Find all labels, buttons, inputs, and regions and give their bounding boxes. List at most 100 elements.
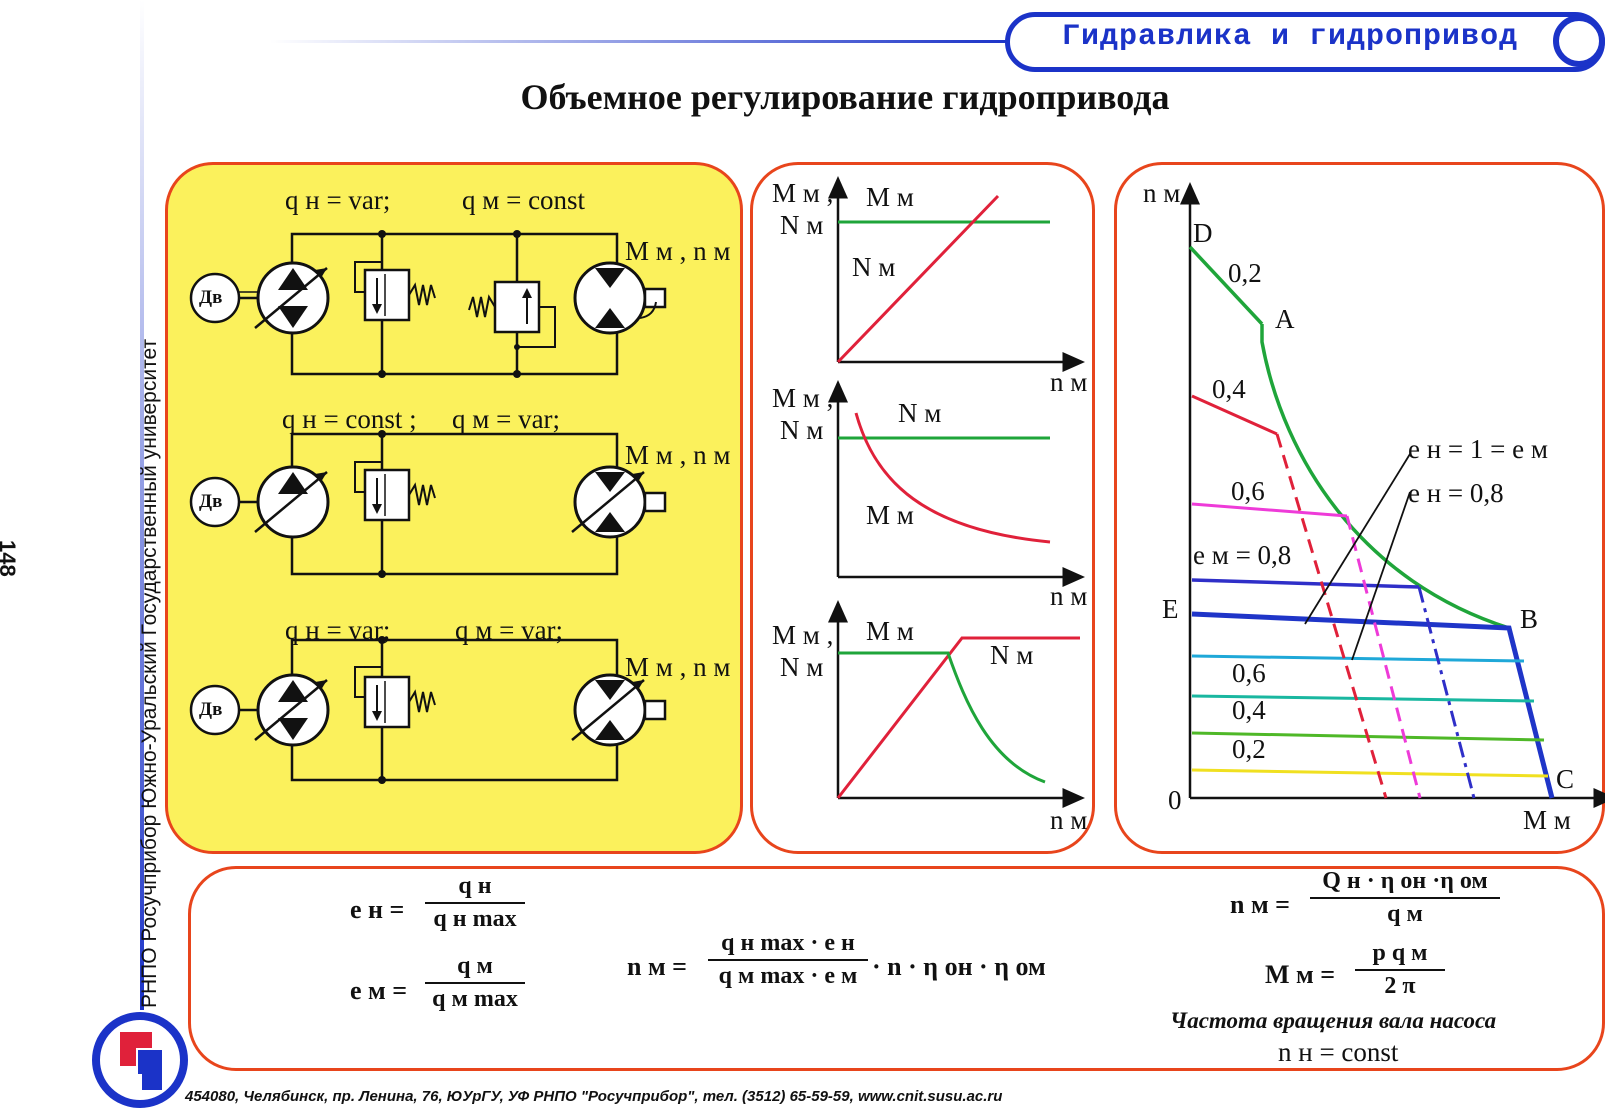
big-x-label: M м [1523,805,1571,835]
hydraulic-schemes [189,230,667,784]
pump-speed-note: Частота вращения вала насоса [1170,1008,1497,1033]
nm-numerator: q н max · e н [708,930,868,961]
g2-label-m: M м [866,500,914,530]
regulation-graph [1180,182,1605,808]
nm2-denominator: q м [1387,901,1423,927]
g1-y-label-2: N м [780,210,824,240]
line-d-a [1188,245,1264,326]
label-eh-08: e н = 0,8 [1408,478,1504,508]
mm-numerator: p q м [1355,940,1445,971]
point-e: E [1162,594,1179,624]
label-bot-02: 0,2 [1232,734,1266,764]
em-fraction: q м q м max [425,953,525,1013]
scheme-3 [189,636,667,784]
eh-denominator: q н max [433,906,517,932]
level-yellow [1191,768,1549,778]
g3-x-label: n м [1050,805,1088,835]
page-number: 148 [0,540,20,577]
nm-denominator: q м max · e м [718,963,858,989]
g3-y-label-1: M м , [772,620,834,650]
g3-label-m: M м [866,616,914,646]
nm2-fraction: Q н · η он ·η ом q м [1310,868,1500,928]
g1-label-m: M м [866,182,914,212]
header-circle-icon [1553,15,1605,67]
eh-lhs: e н = [350,895,405,924]
course-name: Гидравлика и гидропривод [1062,20,1519,54]
mm-fraction: p q м 2 π [1355,940,1445,1000]
g1-label-n: N м [852,252,896,282]
level-bot-06 [1191,654,1525,663]
label-em-08: e м = 0,8 [1193,540,1292,570]
point-b: B [1520,604,1539,634]
scheme-2-pump-condition: q н = const ; [282,404,417,434]
nm2-numerator: Q н · η он ·η ом [1310,868,1500,899]
big-origin: 0 [1168,785,1182,815]
nm-fraction: q н max · e н q м max · e м [708,930,868,990]
scheme-1 [189,230,667,378]
point-a: A [1275,304,1295,334]
g2-label-n: N м [898,398,942,428]
scheme-1-output: M м , n м [625,236,731,266]
em-numerator: q м [425,953,525,984]
pump-speed-eq: n н = const [1278,1037,1399,1067]
level-em-08 [1191,578,1420,589]
em-lhs: e м = [350,976,408,1005]
curve-a-b [1260,324,1510,630]
formulas-panel [188,866,1605,1071]
scheme-1-engine: Дв [199,287,223,308]
graph-constant-torque [828,176,1085,372]
label-bot-04: 0,4 [1232,695,1266,725]
scheme-2-output: M м , n м [625,440,731,470]
label-top-02: 0,2 [1228,258,1262,288]
header-rule [270,40,1010,43]
g3-label-n: N м [990,640,1034,670]
torque-curve [838,651,1046,784]
g3-y-label-2: N м [780,652,824,682]
scheme-2 [189,430,667,578]
label-bot-06: 0,6 [1232,658,1266,688]
scheme-3-pump-condition: q н = var; [285,615,391,645]
eh-numerator: q н [425,873,525,904]
sidebar-rule [140,0,144,1010]
scheme-3-engine: Дв [199,699,223,720]
nm2-lhs: n м = [1230,890,1290,919]
power-line [836,636,1080,799]
level-bot-04 [1191,694,1535,703]
g1-x-label: n м [1050,367,1088,397]
graph-constant-power [828,380,1085,587]
dash-red [1275,433,1388,799]
scheme-3-output: M м , n м [625,652,731,682]
organization-name: РНПО Росучприбор Южно-Уральский Государс… [138,338,161,1008]
g1-y-label-1: M м , [772,178,834,208]
torque-curve [854,412,1051,544]
g2-x-label: n м [1050,581,1088,611]
scheme-2-motor-condition: q м = var; [452,404,561,434]
dash-blue [1417,586,1476,799]
page-title: Объемное регулирование гидропривода [520,77,1170,117]
characteristics-panel [750,162,1095,854]
dash-magenta [1345,515,1422,799]
eh-fraction: q н q н max [425,873,525,933]
g2-y-label-2: N м [780,415,824,445]
mm-denominator: 2 π [1384,973,1416,999]
characteristics-graphs [828,176,1085,808]
university-logo-icon [92,1012,188,1108]
point-c: C [1556,764,1575,794]
nm-lhs: n м = [627,952,687,981]
point-d: D [1193,218,1213,248]
header-banner [1005,12,1605,72]
power-line [836,194,1000,364]
nm-tail: · n · η он · η ом [872,952,1046,981]
scheme-1-motor-condition: q м = const [462,185,586,215]
em-denominator: q м max [432,986,518,1012]
big-y-label: n м [1143,178,1181,208]
g2-y-label-1: M м , [772,383,834,413]
scheme-1-pump-condition: q н = var; [285,185,391,215]
level-04 [1191,394,1278,436]
label-eq1: e н = 1 = e м [1408,434,1548,464]
scheme-3-motor-condition: q м = var; [455,615,564,645]
label-top-04: 0,4 [1212,374,1246,404]
scheme-2-engine: Дв [199,491,223,512]
label-top-06: 0,6 [1231,476,1265,506]
footer-address: 454080, Челябинск, пр. Ленина, 76, ЮУрГУ… [185,1088,1003,1105]
